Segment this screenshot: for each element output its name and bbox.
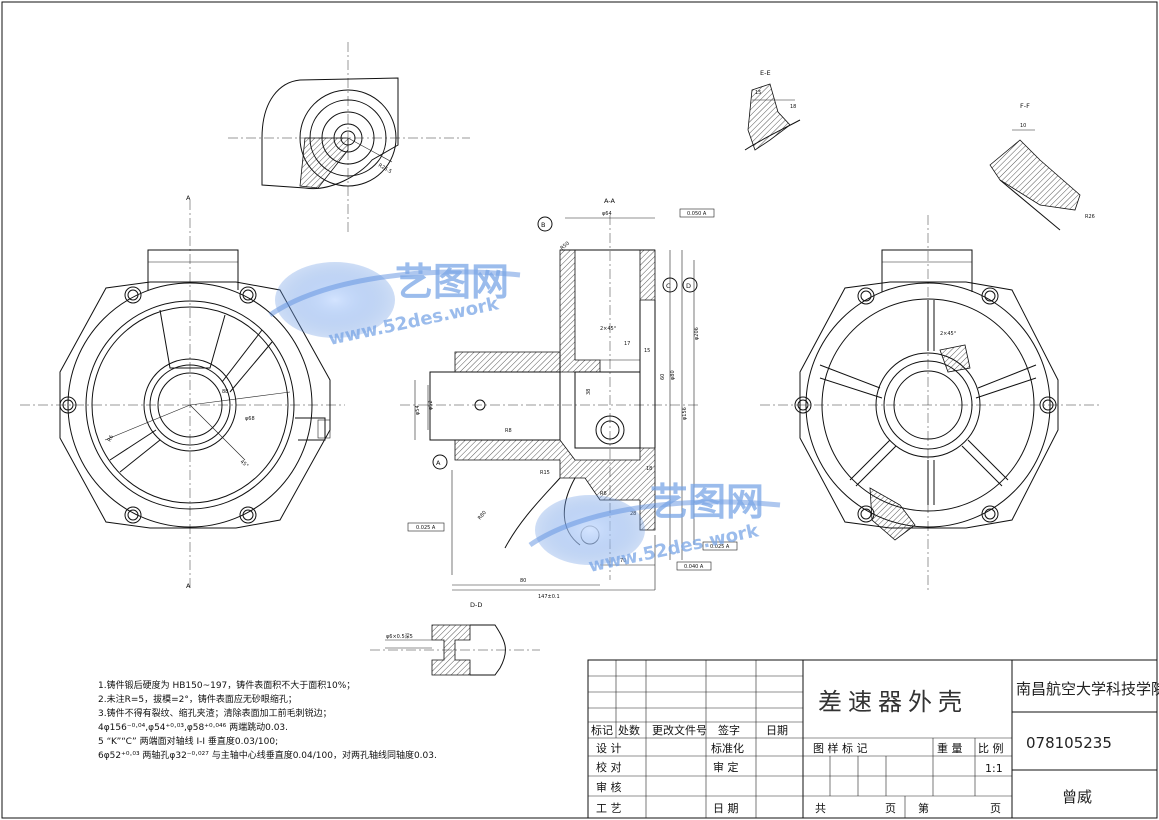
row-review: 审 核 (596, 780, 622, 794)
svg-text:R26.5: R26.5 (377, 163, 393, 176)
rev-header-count: 处数 (618, 724, 640, 737)
svg-text:艺图网: 艺图网 (650, 480, 764, 524)
svg-text:R6: R6 (600, 491, 607, 497)
svg-text:B: B (541, 221, 545, 229)
note-4: 4φ156⁻⁰·⁰⁴,φ54⁺⁰·⁰³,φ58⁺⁰·⁰⁴⁶ 两端跳动0.03. (98, 721, 288, 733)
svg-text:88: 88 (222, 389, 228, 395)
drawing-number: 078105235 (1026, 734, 1112, 752)
designer-name: 曾威 (1062, 788, 1092, 806)
tolerance-frame-2: 0.025 A (702, 541, 738, 551)
svg-text:R15: R15 (540, 470, 550, 476)
svg-text:0.025 A: 0.025 A (710, 544, 730, 550)
row-design: 设 计 (596, 742, 622, 755)
svg-text:φ64: φ64 (602, 211, 612, 217)
tolerance-frame-4: 0.050 A (679, 208, 715, 218)
svg-text:147±0.1: 147±0.1 (538, 594, 560, 600)
bolt-holes-left (59, 286, 257, 524)
svg-text:15: 15 (644, 348, 650, 354)
page-label: 页 (885, 802, 896, 815)
stage-label: 图 样 标 记 (813, 741, 868, 755)
total-label: 共 (815, 802, 826, 815)
title-block: 标记 处数 更改文件号 签字 日期 设 计 校 对 审 核 工 艺 标准化 审 … (587, 659, 1159, 819)
rev-header-mark: 标记 (591, 723, 613, 737)
svg-text:A: A (186, 194, 191, 202)
scale-value: 1:1 (985, 762, 1003, 775)
svg-text:18: 18 (790, 104, 796, 110)
svg-text:A: A (186, 582, 191, 590)
row-check: 校 对 (596, 760, 622, 774)
svg-text:φ54: φ54 (415, 405, 421, 415)
left-front-view: A A 88 φ68 R6 4 (20, 194, 345, 590)
svg-text:80: 80 (520, 578, 526, 584)
svg-text:45°: 45° (239, 459, 250, 470)
svg-text:17: 17 (624, 341, 630, 347)
section-dd-view: D-D φ6×0.5深5 (370, 601, 540, 676)
svg-text:60: 60 (660, 374, 666, 380)
tolerance-frame-3: 0.040 A (676, 561, 712, 571)
svg-text:2×45°: 2×45° (940, 331, 957, 337)
datum-a: A (432, 454, 448, 470)
datum-c: C (662, 277, 678, 293)
weight-label: 重 量 (937, 741, 963, 755)
svg-text:E-E: E-E (760, 69, 771, 77)
svg-text:F-F: F-F (1020, 102, 1030, 110)
svg-text:C: C (666, 282, 671, 290)
svg-text:2×45°: 2×45° (600, 326, 617, 332)
svg-text:艺图网: 艺图网 (395, 260, 509, 304)
scale-label: 比 例 (978, 741, 1004, 755)
svg-text:A: A (436, 459, 441, 467)
note-5: 5 “K”“C” 两端面对轴线 I-I 垂直度0.03/100; (98, 735, 278, 747)
svg-text:R6: R6 (107, 434, 116, 443)
sheet-page-label: 页 (990, 802, 1001, 815)
row-process: 工 艺 (596, 802, 622, 815)
row-approve: 审 定 (713, 760, 739, 774)
svg-text:0.025 A: 0.025 A (416, 525, 436, 531)
part-name: 差速器外壳 (818, 688, 968, 716)
svg-text:φ80: φ80 (670, 370, 676, 380)
note-3: 3.铸件不得有裂纹、缩孔夹渣；清除表面加工前毛刺锐边； (98, 707, 332, 719)
svg-text:0.050 A: 0.050 A (687, 211, 707, 217)
note-2: 2.未注R=5，拔模=2°，铸件表面应无砂眼缩孔； (98, 693, 297, 705)
svg-text:15: 15 (755, 90, 761, 96)
rev-header-date: 日期 (766, 724, 788, 737)
svg-text:10: 10 (1020, 123, 1026, 129)
svg-text:φ68: φ68 (245, 416, 255, 422)
svg-text:φ206: φ206 (694, 327, 700, 340)
svg-text:φ6×0.5深5: φ6×0.5深5 (386, 633, 413, 640)
svg-text:φ156: φ156 (682, 407, 688, 420)
tolerance-frame-1: 0.025 A (407, 522, 445, 532)
svg-text:D-D: D-D (470, 601, 482, 609)
datum-b: B (537, 216, 553, 232)
school-name: 南昌航空大学科技学院 (1016, 680, 1159, 698)
svg-text:φ52: φ52 (428, 400, 434, 410)
svg-text:R50: R50 (559, 241, 570, 252)
technical-notes: 1.铸件锻后硬度为 HB150~197，铸件表面积不大于面积10%； 2.未注R… (98, 679, 437, 761)
svg-text:0.040 A: 0.040 A (684, 564, 704, 570)
right-front-view: 2×45° (760, 215, 1100, 590)
rev-header-doc: 更改文件号 (652, 723, 707, 737)
svg-text:R26: R26 (1085, 214, 1095, 220)
sheet-label: 第 (918, 801, 929, 815)
datum-d: D (682, 277, 698, 293)
svg-text:D: D (686, 282, 691, 290)
row-date: 日 期 (713, 802, 739, 815)
watermark-1: 艺图网 www.52des.work (268, 260, 521, 350)
top-left-partial-view: R26.5 (228, 42, 470, 232)
section-ee-view: E-E 15 18 (744, 69, 801, 151)
svg-text:70: 70 (620, 558, 626, 564)
row-standard: 标准化 (711, 741, 744, 755)
svg-text:R80: R80 (477, 510, 488, 521)
rev-header-sign: 签字 (718, 723, 740, 737)
section-aa-view: A-A 80 70 147±0.1 φ64 (400, 197, 738, 600)
svg-text:A-A: A-A (604, 197, 616, 205)
note-1: 1.铸件锻后硬度为 HB150~197，铸件表面积不大于面积10%； (98, 679, 355, 691)
svg-text:18: 18 (646, 466, 652, 472)
note-6: 6φ52⁺⁰·⁰³ 两轴孔φ32⁻⁰·⁰²⁷ 与主轴中心线垂直度0.04/100… (98, 749, 437, 761)
section-ff-view: F-F 10 R26 (989, 102, 1095, 231)
svg-text:38: 38 (586, 389, 592, 395)
svg-text:R8: R8 (505, 428, 512, 434)
